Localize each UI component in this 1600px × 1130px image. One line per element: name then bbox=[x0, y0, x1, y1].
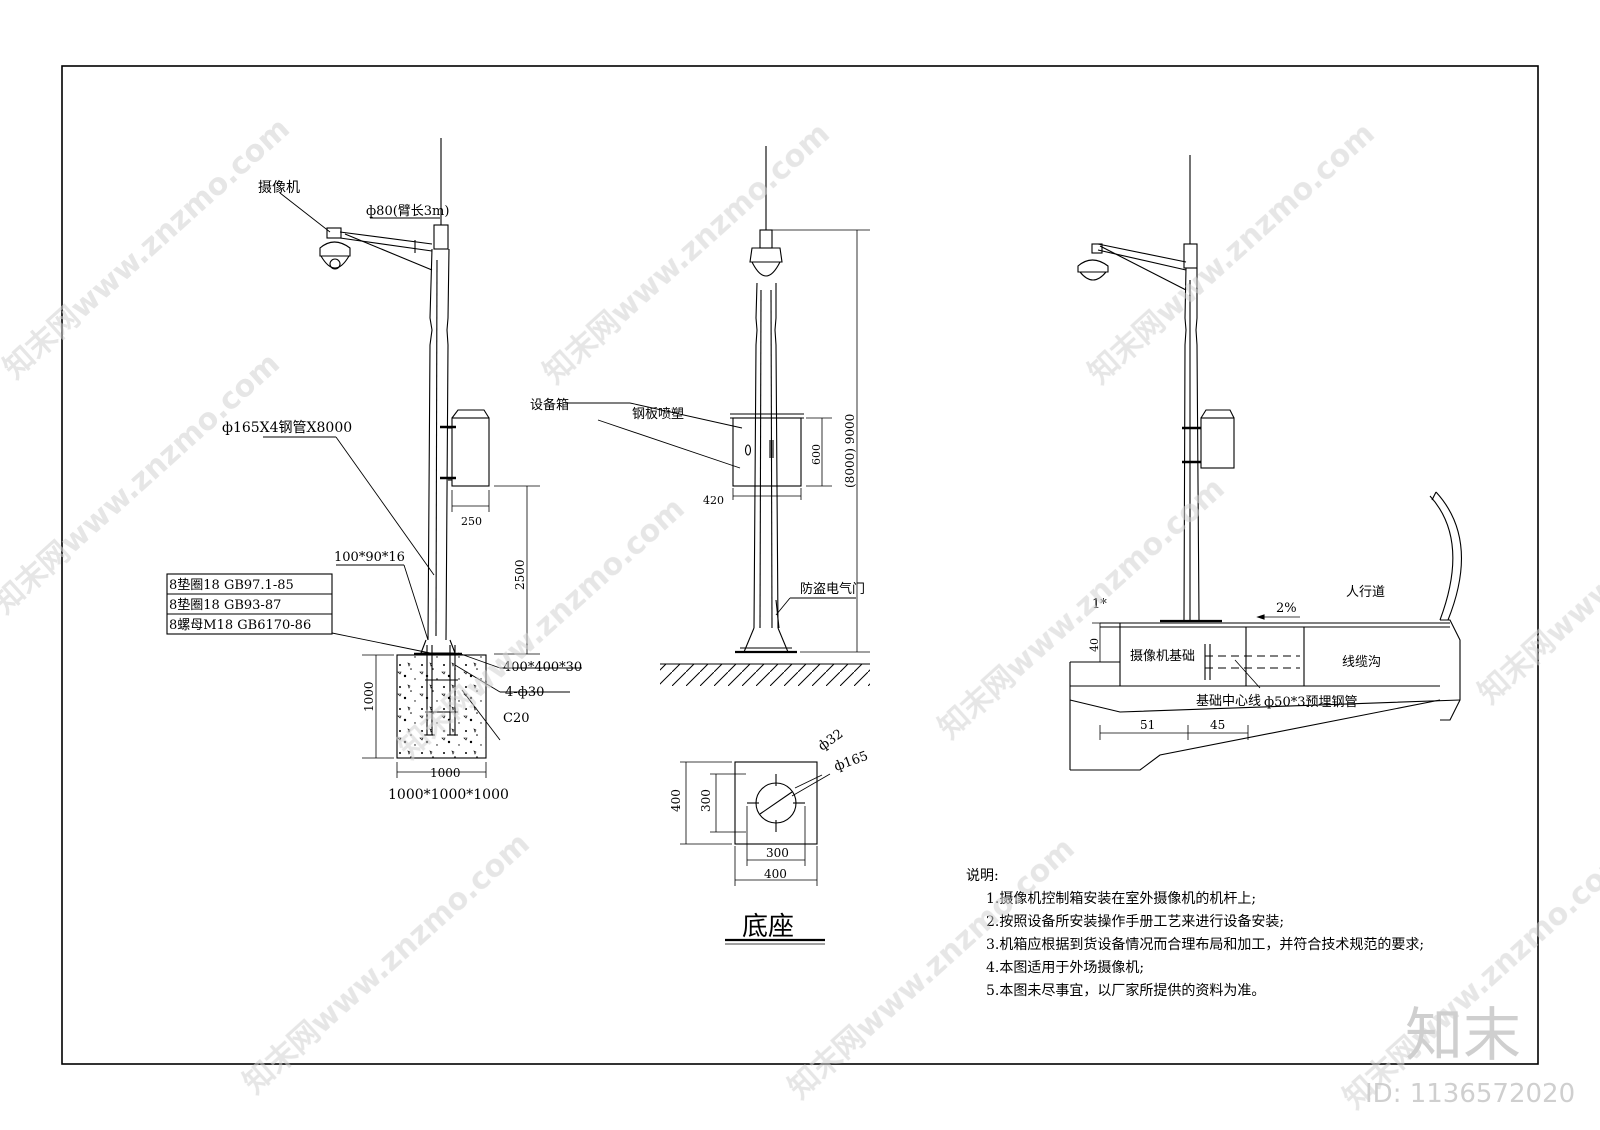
concrete-label: C20 bbox=[503, 711, 530, 726]
watermark-text: 知末网www.znzmo.com bbox=[0, 111, 297, 386]
note-5: 5.本图未尽事宜，以厂家所提供的资料为准。 bbox=[986, 982, 1265, 999]
plate-label: 100*90*16 bbox=[334, 550, 405, 565]
left-camera-icon bbox=[326, 227, 342, 239]
base-plate-label: 400*400*30 bbox=[503, 660, 582, 675]
dim-foundation-width: 1000 bbox=[430, 766, 461, 780]
watermark-id: ID: 1136572020 bbox=[1365, 1079, 1575, 1109]
hole-label: ф32 bbox=[816, 727, 846, 755]
dim-right-40: 40 bbox=[1088, 638, 1101, 652]
box-label: 设备箱 bbox=[530, 397, 569, 413]
note-2: 2.按照设备所安装操作手册工艺来进行设备安装; bbox=[986, 913, 1284, 930]
door-label: 防盗电气门 bbox=[800, 581, 865, 597]
middle-view-labels: 设备箱 钢板喷塑 600 420 (8000) 9000 防盗电气门 bbox=[530, 397, 865, 597]
watermark-text: 知末网www.znzmo.com bbox=[537, 116, 837, 391]
base-plate-detail bbox=[680, 761, 831, 945]
dim-box-width: 250 bbox=[461, 515, 482, 528]
watermark-text: 知末网www.znzmo.com bbox=[1082, 116, 1382, 391]
foundation-label: 摄像机基础 bbox=[1130, 649, 1195, 664]
middle-camera-icon bbox=[751, 261, 781, 277]
mark-1: 1* bbox=[1092, 597, 1107, 612]
center-label: 基础中心线 bbox=[1196, 694, 1261, 709]
watermark-text: 知末网www.znzmo.com bbox=[392, 491, 692, 766]
right-pole-section bbox=[1069, 155, 1463, 771]
watermark-text: 知末网www.znzmo.com bbox=[237, 826, 537, 1101]
conduit-label: ф50*3预埋钢管 bbox=[1264, 695, 1358, 710]
pipe-label: ф165X4钢管X8000 bbox=[222, 420, 352, 436]
dim-outer-height: 400 bbox=[669, 789, 683, 812]
dim-inner-height: 300 bbox=[699, 789, 713, 812]
note-1: 1.摄像机控制箱安装在室外摄像机的机杆上; bbox=[986, 890, 1256, 907]
drawing-frame bbox=[61, 65, 1539, 1065]
notes-heading: 说明: bbox=[966, 868, 999, 884]
sidewalk-label: 人行道 bbox=[1346, 585, 1385, 600]
foundation-size: 1000*1000*1000 bbox=[388, 787, 509, 803]
base-detail-title: 底座 bbox=[742, 912, 794, 942]
right-camera-icon bbox=[1077, 259, 1109, 273]
dim-inner-width: 300 bbox=[766, 846, 789, 860]
bom-row-3: 8螺母M18 GB6170-86 bbox=[169, 618, 311, 633]
watermark-text: 知末网www.znzmo.com bbox=[1337, 841, 1600, 1116]
slope-label: 2% bbox=[1276, 601, 1297, 616]
right-view-labels: 1* 40 摄像机基础 2% 人行道 线缆沟 基础中心线 ф50*3预埋钢管 5… bbox=[1088, 585, 1385, 732]
left-pole-elevation bbox=[166, 138, 582, 778]
dim-right-45: 45 bbox=[1210, 718, 1225, 732]
note-3: 3.机箱应根据到货设备情况而合理布局和加工，并符合技术规范的要求; bbox=[986, 936, 1424, 953]
bom-row-2: 8垫圈18 GB93-87 bbox=[169, 597, 281, 613]
middle-pole-elevation bbox=[565, 146, 870, 686]
dim-middle-box-height: 600 bbox=[810, 444, 823, 465]
left-view-labels: 摄像机 ф80(臂长3m) ф165X4钢管X8000 100*90*16 8垫… bbox=[169, 180, 582, 803]
bolt-label: 4-ф30 bbox=[505, 685, 544, 700]
dim-middle-box-width: 420 bbox=[703, 494, 724, 507]
dim-foundation-height: 1000 bbox=[362, 681, 376, 712]
watermark-text: 知末网www.znzmo.com bbox=[932, 471, 1232, 746]
dim-total-height: (8000) 9000 bbox=[843, 414, 857, 488]
arm-label: ф80(臂长3m) bbox=[366, 204, 449, 219]
watermark-logo: 知末 bbox=[1405, 1001, 1521, 1069]
dim-right-51: 51 bbox=[1140, 718, 1155, 732]
notes-block: 说明: 1.摄像机控制箱安装在室外摄像机的机杆上; 2.按照设备所安装操作手册工… bbox=[966, 868, 1424, 999]
camera-label: 摄像机 bbox=[258, 180, 300, 196]
base-detail-labels: ф32 ф165 400 300 300 400 底座 bbox=[669, 727, 870, 942]
trench-label: 线缆沟 bbox=[1342, 654, 1381, 670]
bom-row-1: 8垫圈18 GB97.1-85 bbox=[169, 577, 294, 593]
watermark-text: 知末网www.znzmo.com bbox=[1472, 436, 1600, 711]
pipe-diameter-label: ф165 bbox=[832, 749, 870, 775]
dim-outer-width: 400 bbox=[764, 867, 787, 881]
paint-label: 钢板喷塑 bbox=[632, 407, 684, 422]
dim-box-height: 2500 bbox=[513, 559, 527, 590]
note-4: 4.本图适用于外场摄像机; bbox=[986, 960, 1144, 976]
